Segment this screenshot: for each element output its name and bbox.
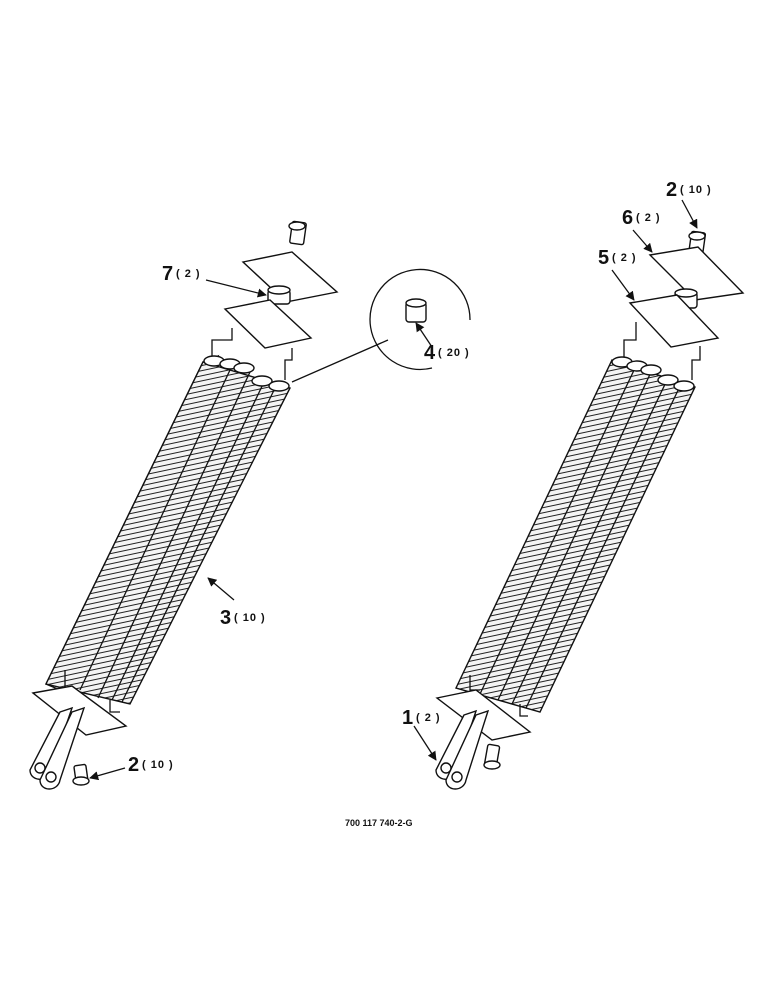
callout-4-number: 4 [424,342,436,364]
callout-3-qty: ( 10 ) [234,612,266,624]
right-lower-plate [628,294,720,348]
callout-3: 3 ( 10 ) [220,607,266,629]
left-top-bolt [288,220,307,246]
left-spring-bundle [44,354,292,705]
figure-id: 700 117 740-2-G [345,818,413,828]
callout-7: 7 ( 2 ) [162,263,201,285]
callout-1-qty: ( 2 ) [416,712,441,724]
right-top-plate [648,246,745,301]
detail-nut [405,298,427,323]
right-spring-bundle [455,356,696,713]
callout-2-left: 2 ( 10 ) [128,754,174,776]
left-lower-plate [223,299,313,349]
callout-3-number: 3 [220,607,231,629]
left-nut [267,285,291,305]
right-spring-assembly [435,230,745,790]
left-spring-assembly [29,220,339,790]
callout-5-qty: ( 2 ) [612,252,637,264]
callout-1-number: 1 [402,707,413,729]
callout-2-right-number: 2 [666,179,677,201]
callout-6-qty: ( 2 ) [636,212,661,224]
callout-2-left-qty: ( 10 ) [142,759,174,771]
callout-6: 6 ( 2 ) [622,207,661,229]
callout-2-right-qty: ( 10 ) [680,184,712,196]
detail-circle [291,268,471,383]
right-bottom-bolt [483,743,501,770]
callout-1: 1 ( 2 ) [402,707,441,729]
callout-2-right: 2 ( 10 ) [666,179,712,201]
right-clevis [435,709,490,790]
leader-lines [89,199,698,781]
callout-4: 4 ( 20 ) [424,342,470,364]
callout-4-qty: ( 20 ) [438,347,470,359]
callout-7-number: 7 [162,263,173,285]
callout-5-number: 5 [598,247,609,269]
left-clevis [29,706,86,790]
callout-6-number: 6 [622,207,633,229]
callout-5: 5 ( 2 ) [598,247,637,269]
callout-2-left-number: 2 [128,754,139,776]
left-bottom-bolt [72,763,90,786]
callout-7-qty: ( 2 ) [176,268,201,280]
